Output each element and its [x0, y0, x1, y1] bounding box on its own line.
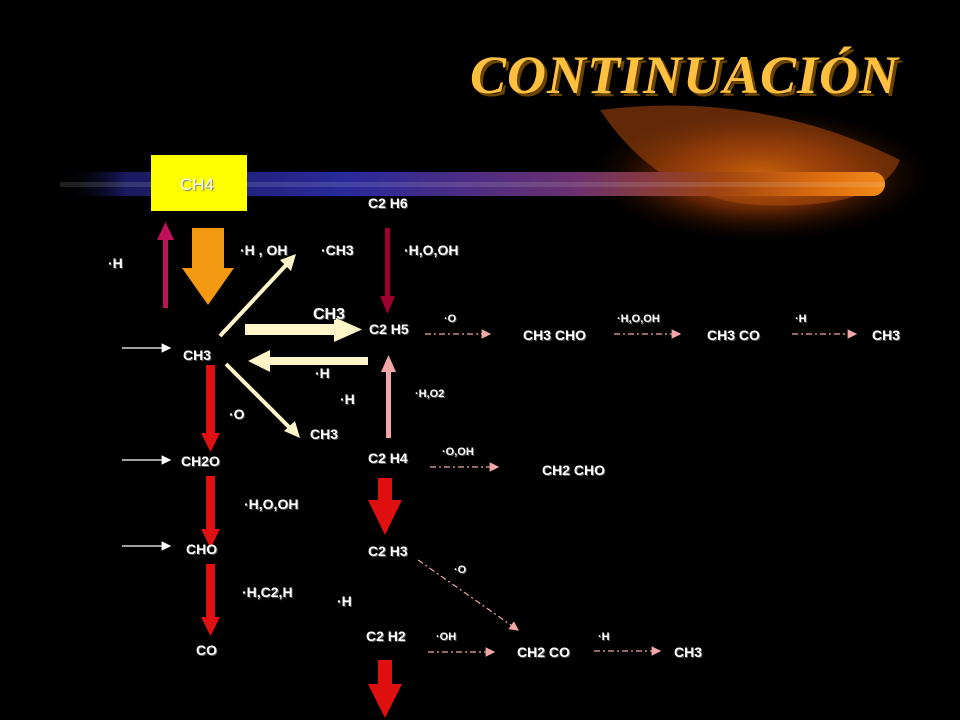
node-ch3-upper: CH3	[313, 306, 346, 323]
node-cho: CHO	[186, 541, 218, 557]
ch2o-to-cho-arrow	[201, 476, 220, 548]
label-h-left: ·H	[108, 255, 123, 271]
label-h-small-right: ·H	[795, 313, 807, 325]
page-title: CONTINUACIÓN	[470, 45, 900, 105]
node-c2h6: C2 H6	[368, 195, 408, 211]
node-c2h5: C2 H5	[369, 321, 409, 337]
ch4-down-arrow	[182, 228, 234, 305]
c2h5-to-ch3-arrow	[248, 350, 368, 372]
node-ch3cho: CH3 CHO	[523, 327, 587, 343]
ch4-box	[151, 155, 247, 211]
ch3-to-ch3-upper-arrow	[218, 254, 296, 338]
label-h-oh: ·H , OH	[240, 242, 288, 258]
label-h-c2h3: ·H	[337, 593, 352, 609]
label-h-o-oh-ch2o: ·H,O,OH	[244, 496, 299, 512]
node-c2h3: C2 H3	[368, 543, 408, 559]
node-ch2co: CH2 CO	[517, 644, 570, 660]
background-beam	[60, 105, 940, 245]
node-ch3-lower: CH3	[310, 426, 339, 442]
label-o-c2h3: ·O	[454, 564, 467, 576]
ch3-to-ch2o-arrow	[201, 365, 220, 452]
node-ch2o: CH2O	[181, 453, 220, 469]
label-oh-small: ·OH	[436, 631, 457, 643]
label-h-mid2: ·H	[340, 391, 355, 407]
label-h-mid: ·H	[315, 365, 330, 381]
label-h-o-oh-small: ·H,O,OH	[617, 313, 660, 325]
label-o-left: ·O	[229, 406, 245, 422]
node-ch4: CH4	[180, 175, 215, 194]
label-o-c2h5: ·O	[444, 313, 457, 325]
label-h-c2-h: ·H,C2,H	[242, 584, 293, 600]
c2h6-down-arrow	[380, 228, 395, 314]
node-c2h4: C2 H4	[368, 450, 408, 466]
node-ch3-main: CH3	[183, 347, 212, 363]
ch3-to-c2h5-arrow	[245, 317, 362, 342]
label-h-o-oh-top: ·H,O,OH	[404, 242, 459, 258]
label-o-oh: ·O,OH	[442, 446, 474, 458]
label-h-small-bottom: ·H	[598, 631, 610, 643]
c2h2-down-arrow	[368, 660, 402, 718]
node-c2h2: C2 H2	[366, 628, 406, 644]
h-up-arrow	[157, 222, 174, 308]
node-ch2cho: CH2 CHO	[542, 462, 606, 478]
label-h-o2: ·H,O2	[415, 388, 445, 400]
dashed-arrow-c2h3-ch2co	[417, 559, 519, 631]
c2h4-to-c2h3-arrow	[368, 478, 402, 535]
node-ch3-right: CH3	[872, 327, 901, 343]
node-ch3co: CH3 CO	[707, 327, 760, 343]
cho-to-co-arrow	[201, 564, 220, 636]
ch3-to-ch3-lower-arrow	[224, 362, 300, 438]
label-ch3-radical: ·CH3	[321, 242, 354, 258]
node-ch3-bottom: CH3	[674, 644, 703, 660]
c2h4-up-arrow	[381, 355, 396, 438]
node-co: CO	[196, 642, 217, 658]
